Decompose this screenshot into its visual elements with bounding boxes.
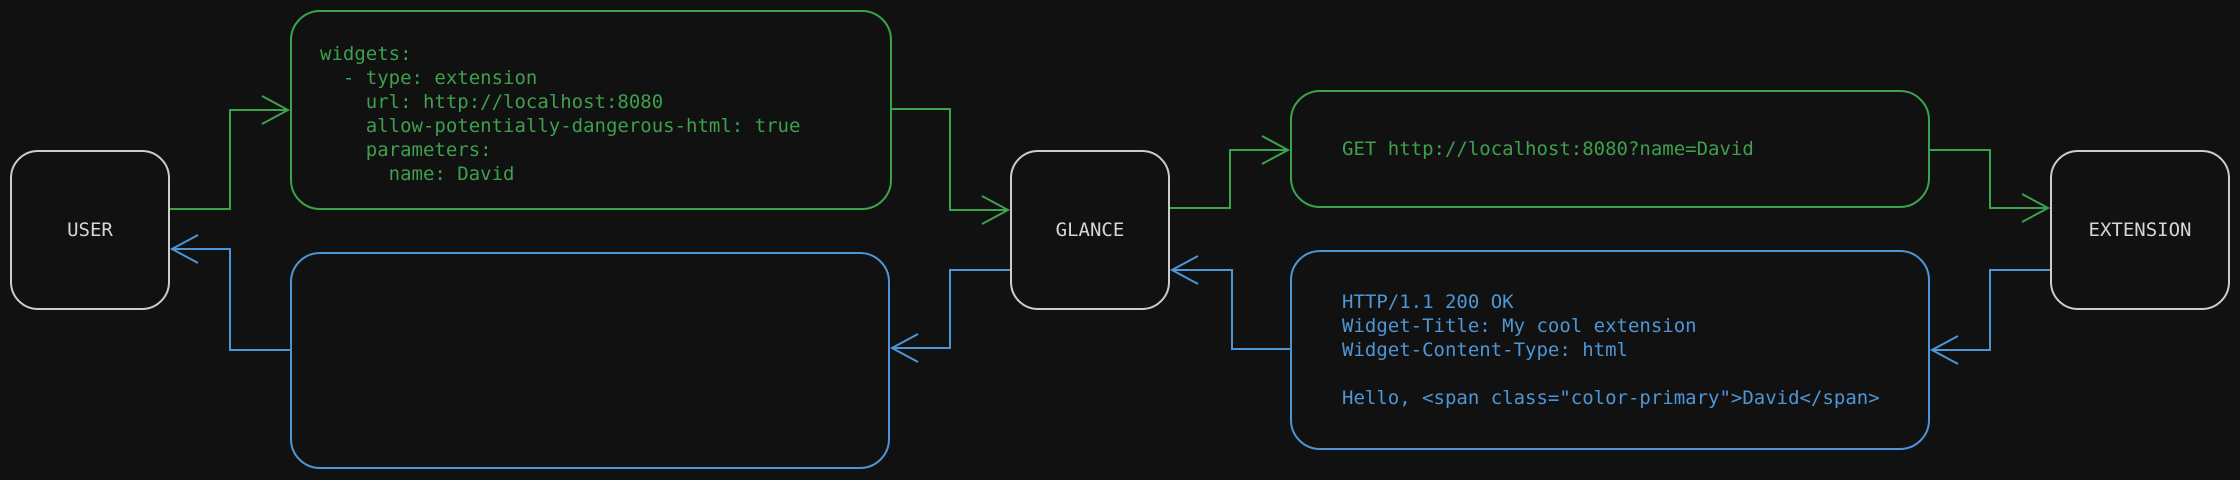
user-node-label: USER	[67, 219, 113, 241]
arrow-widget-to-user	[172, 248, 290, 351]
config-yaml-box: widgets: - type: extension url: http://l…	[290, 10, 892, 210]
arrowhead-response-to-glance	[1169, 255, 1199, 285]
arrowhead-config-to-glance	[981, 195, 1011, 225]
http-request-box: GET http://localhost:8080?name=David	[1290, 90, 1930, 208]
glance-node: GLANCE	[1010, 150, 1170, 310]
arrowhead-user-to-config	[261, 95, 291, 125]
arrow-request-to-extension	[1930, 149, 2048, 209]
extension-node: EXTENSION	[2050, 150, 2230, 310]
http-request-line: GET http://localhost:8080?name=David	[1342, 138, 1754, 160]
arrow-glance-to-request	[1170, 149, 1288, 209]
arrowhead-glance-to-widget	[889, 333, 919, 363]
http-response-code: HTTP/1.1 200 OK Widget-Title: My cool ex…	[1342, 291, 1880, 409]
arrow-config-to-glance	[892, 108, 1008, 211]
widget-preview-box: MY COOL EXTENSION Hello, David	[290, 252, 890, 469]
arrow-user-to-config	[170, 109, 288, 210]
arrow-glance-to-widget	[892, 269, 1010, 349]
user-node: USER	[10, 150, 170, 310]
arrowhead-widget-to-user	[169, 234, 199, 264]
arrow-response-to-glance	[1172, 269, 1290, 350]
arrowhead-extension-to-response	[1929, 335, 1959, 365]
arrowhead-request-to-extension	[2021, 193, 2051, 223]
config-yaml-code: widgets: - type: extension url: http://l…	[320, 43, 801, 185]
extension-node-label: EXTENSION	[2088, 219, 2192, 241]
arrowhead-glance-to-request	[1261, 135, 1291, 165]
glance-node-label: GLANCE	[1055, 219, 1125, 241]
http-response-box: HTTP/1.1 200 OK Widget-Title: My cool ex…	[1290, 250, 1930, 450]
arrow-extension-to-response	[1932, 269, 2050, 351]
